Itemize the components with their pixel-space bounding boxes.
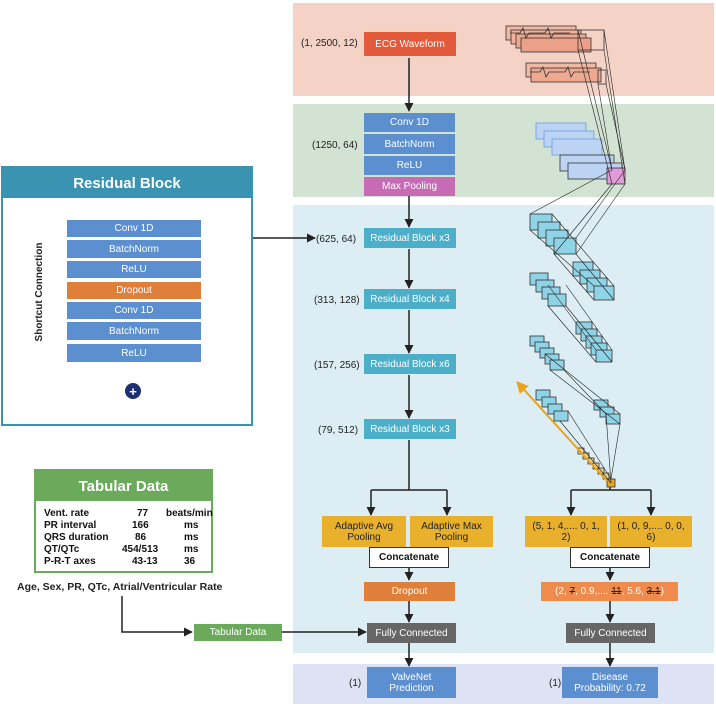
res2-block: Residual Block x4 [364,289,456,309]
row-unit: ms [184,532,199,543]
stem-conv1d: Conv 1D [364,113,455,132]
row-unit: 36 [184,556,196,567]
res3-block: Residual Block x6 [364,354,456,374]
res3-shape-label: (157, 256) [314,360,360,371]
stem-band [293,104,714,197]
fully-connected-block: Fully Connected [367,623,456,643]
tabular-features-label: Age, Sex, PR, QTc, Atrial/Ventricular Ra… [17,581,223,593]
row-unit: ms [184,544,199,555]
concat-vector-dropped-2: 11 [611,586,622,597]
adaptive-max-pooling: Adaptive Max Pooling [410,516,493,547]
max-vector: (1, 0, 9,.... 0, 0, 6) [610,516,692,547]
row-unit: beats/min [166,508,213,519]
row-name: PR interval [44,520,97,531]
right-output-shape-label: (1) [549,678,562,689]
concat-vector-part-g: ) [660,586,664,597]
row-value: 77 [137,508,149,519]
rb-conv1d-2: Conv 1D [67,302,201,319]
input-band [293,3,714,96]
concat-vector-part-c: , 0.9,.... [575,586,612,597]
row-name: QRS duration [44,532,109,543]
stem-relu: ReLU [364,156,455,175]
adaptive-avg-pooling: Adaptive Avg Pooling [322,516,406,547]
shortcut-connection-label: Shortcut Connection [34,242,45,342]
row-unit: ms [184,520,199,531]
avg-vector: (5, 1, 4,.... 0, 1, 2) [525,516,607,547]
row-value: 43-13 [132,556,158,567]
concat-vector-dropped-1: 7 [569,586,576,597]
valvenet-prediction: ValveNet Prediction [367,667,456,698]
res1-block: Residual Block x3 [364,228,456,248]
rb-relu-1: ReLU [67,261,201,278]
ecg-shape-label: (1, 2500, 12) [301,38,358,49]
concat-vector-dropped-3: 3.1 [646,586,661,597]
stem-batchnorm: BatchNorm [364,134,455,154]
ecg-waveform-block: ECG Waveform [364,32,456,56]
rb-relu-2: ReLU [67,344,201,362]
right-concatenate-box: Concatenate [570,547,650,568]
row-value: 86 [135,532,147,543]
concat-vector-part-e: , 5.6, [621,586,647,597]
disease-probability: Disease Probability: 0.72 [562,667,658,698]
row-name: QT/QTc [44,544,80,555]
rb-batchnorm-2: BatchNorm [67,322,201,340]
tabular-table: Vent. rate 77 beats/min PR interval 166 … [36,506,213,570]
row-name: P-R-T axes [44,556,96,567]
res2-shape-label: (313, 128) [314,295,360,306]
rb-add-node: + [125,383,141,399]
tabular-data-input: Tabular Data [194,624,282,641]
output-shape-label: (1) [349,678,362,689]
dropout-block: Dropout [364,582,455,601]
res4-shape-label: (79, 512) [318,425,359,436]
rb-dropout: Dropout [67,282,201,299]
row-value: 166 [132,520,149,531]
residual-band [293,205,714,653]
row-name: Vent. rate [44,508,90,519]
stem-shape-label: (1250, 64) [312,140,358,151]
concat-vector: (2, 7, 0.9,.... 11, 5.6, 3.1) [541,582,678,601]
residual-block-title: Residual Block [3,168,251,198]
row-value: 454/513 [122,544,159,555]
stem-max-pooling: Max Pooling [364,177,455,196]
rb-batchnorm-1: BatchNorm [67,240,201,258]
tabular-data-title: Tabular Data [36,471,211,501]
concat-vector-part-a: (2, [555,586,570,597]
res1-shape-label: (625, 64) [316,234,357,245]
right-fully-connected-block: Fully Connected [566,623,655,643]
res4-block: Residual Block x3 [364,419,456,439]
rb-conv1d-1: Conv 1D [67,220,201,237]
concatenate-box: Concatenate [369,547,449,568]
